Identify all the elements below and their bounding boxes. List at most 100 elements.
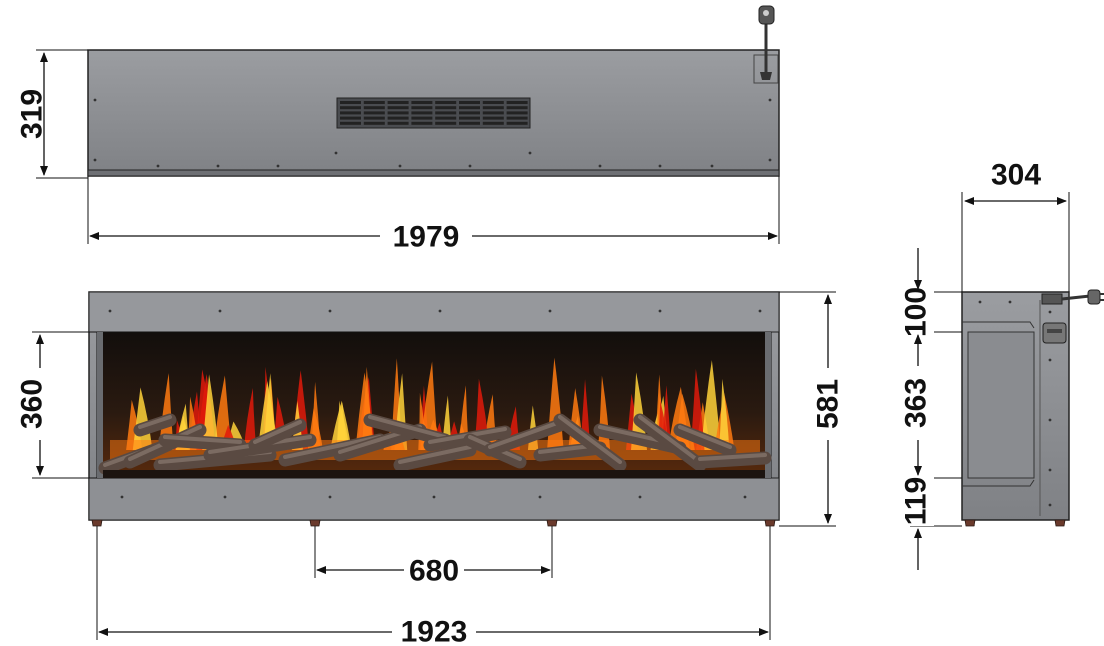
vent-slot (506, 101, 528, 104)
side-view-feet (964, 519, 1066, 527)
side-plug-icon (1041, 289, 1104, 305)
dim-label-side-middle: 363 (900, 378, 933, 428)
top-view: 319 1979 (16, 5, 780, 254)
log (133, 413, 177, 437)
front-view-feet (91, 519, 776, 527)
vent-slot (459, 121, 480, 125)
dim-label-side-depth: 304 (991, 159, 1041, 192)
flame (243, 388, 257, 450)
log-highlight (368, 415, 447, 439)
screw (93, 158, 97, 162)
vent-slot (363, 111, 385, 115)
log (363, 413, 452, 447)
screw (328, 495, 332, 499)
vent-slot (459, 106, 480, 110)
screw (120, 495, 124, 499)
dim-label-overall-height: 581 (812, 379, 845, 429)
log (158, 433, 247, 452)
side-view-panel (967, 331, 1035, 479)
screw (978, 300, 982, 304)
vent-slot (411, 101, 433, 104)
vent-slot (435, 111, 457, 115)
log-highlight (678, 425, 732, 449)
screw (468, 164, 472, 168)
dim-label-top-depth: 319 (16, 89, 49, 139)
vent-slot (482, 116, 504, 120)
log (248, 418, 307, 452)
log-highlight (698, 453, 767, 461)
log-highlight (398, 445, 472, 464)
foot (764, 519, 776, 527)
screw (768, 158, 772, 162)
dim-label-opening-height: 360 (16, 379, 49, 429)
vent-slot (482, 106, 504, 110)
foot (1054, 519, 1066, 527)
screw (328, 309, 332, 313)
vent-slot (387, 121, 409, 125)
vent-slot (435, 121, 457, 125)
vent-slot (387, 106, 409, 110)
log-highlight (138, 415, 172, 429)
top-view-screws (93, 98, 772, 168)
log (483, 418, 567, 457)
front-top-trim (88, 291, 780, 333)
log-highlight (488, 420, 562, 449)
log-highlight (283, 435, 382, 459)
flame (719, 378, 730, 450)
side-view: 304 100 363 119 (900, 159, 1104, 570)
screw (548, 309, 552, 313)
vent-slot (387, 116, 409, 120)
log-highlight (253, 420, 302, 444)
screw (658, 309, 662, 313)
vent-slot (340, 121, 361, 125)
front-bottom-trim (88, 477, 780, 521)
screw (598, 164, 602, 168)
flame (631, 372, 648, 450)
screw (743, 495, 747, 499)
log-set (98, 413, 772, 475)
dim-label-top-width: 1979 (393, 221, 460, 254)
vent-slot (387, 111, 409, 115)
dim-label-foot-spacing: 680 (409, 555, 459, 588)
vent-slot (363, 116, 385, 120)
screw (1048, 358, 1052, 362)
screw (218, 309, 222, 313)
front-view: 360 581 680 1923 (16, 291, 845, 646)
dim-label-side-top: 100 (900, 287, 933, 337)
screw (528, 151, 532, 155)
screw (93, 98, 97, 102)
top-view-front-lip (87, 169, 780, 177)
vent-slot (482, 111, 504, 115)
vent-slot (506, 111, 528, 115)
screw (710, 164, 714, 168)
firebox-window (96, 331, 772, 479)
screw (334, 151, 338, 155)
screw (1048, 503, 1052, 507)
vent-slot (340, 111, 361, 115)
vent-slot (411, 116, 433, 120)
foot (91, 519, 103, 527)
dim-label-side-bottom: 119 (900, 477, 933, 525)
vent-slot (506, 121, 528, 125)
vent-slot (340, 106, 361, 110)
screw (156, 164, 160, 168)
screw (276, 164, 280, 168)
vent-slot (459, 101, 480, 104)
screw (438, 309, 442, 313)
screw (1048, 418, 1052, 422)
vent-slot (435, 116, 457, 120)
log (673, 423, 737, 457)
vent-slot (435, 101, 457, 104)
vent-slot (387, 101, 409, 104)
vent-slot (482, 121, 504, 125)
foot (546, 519, 558, 527)
screw (216, 164, 220, 168)
flame (159, 373, 174, 450)
screw (223, 495, 227, 499)
flame (361, 366, 373, 450)
vent-slot (459, 111, 480, 115)
power-plug-icon (753, 5, 779, 84)
screw (1048, 310, 1052, 314)
screw (398, 164, 402, 168)
